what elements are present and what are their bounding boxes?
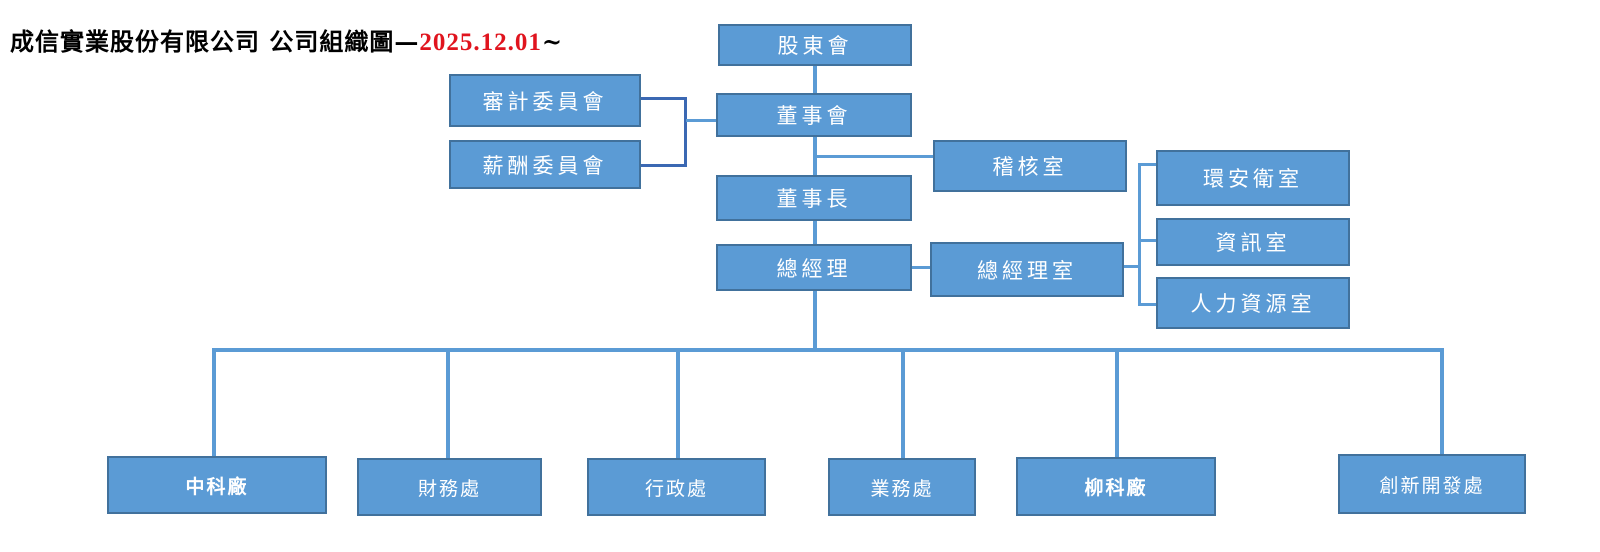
node-general-manager: 總經理: [716, 244, 912, 291]
connector-office-bracket: [1138, 303, 1156, 306]
connector-committee: [684, 97, 687, 167]
connector-office-bracket: [1124, 265, 1141, 268]
title-text: 成信實業股份有限公司 公司組織圖—: [10, 27, 420, 56]
node-gm-office: 總經理室: [930, 242, 1124, 297]
node-innovation: 創新開發處: [1338, 454, 1526, 514]
connector-drop: [446, 350, 450, 458]
connector-drop: [1440, 350, 1444, 454]
node-internal-audit: 稽核室: [933, 140, 1127, 192]
node-ctsp-plant: 中科廠: [107, 456, 327, 514]
connector-office-bracket: [1138, 239, 1156, 242]
connector-gm-office: [912, 266, 930, 269]
node-ehs-office: 環安衛室: [1156, 150, 1350, 206]
connector-audit: [815, 155, 933, 158]
connector-committee: [641, 97, 687, 100]
connector-bus: [212, 348, 1444, 352]
connector-drop: [1115, 350, 1119, 457]
node-finance: 財務處: [357, 458, 542, 516]
node-shareholders: 股東會: [718, 24, 912, 66]
connector-committee: [686, 119, 716, 122]
connector-office-bracket: [1138, 163, 1141, 306]
title-date: 2025.12.01: [419, 29, 542, 56]
connector-drop: [901, 350, 905, 458]
connector-committee: [641, 164, 687, 167]
connector-drop: [212, 350, 216, 456]
node-remuneration-committee: 薪酬委員會: [449, 140, 641, 189]
node-sales: 業務處: [828, 458, 976, 516]
node-board: 董事會: [716, 93, 912, 137]
node-hr-office: 人力資源室: [1156, 277, 1350, 329]
connector-office-bracket: [1138, 163, 1156, 166]
connector-drop: [676, 350, 680, 458]
node-chairman: 董事長: [716, 175, 912, 221]
chart-title: 成信實業股份有限公司 公司組織圖—2025.12.01~: [10, 22, 563, 57]
title-suffix: ~: [541, 27, 563, 56]
node-administration: 行政處: [587, 458, 766, 516]
node-it-office: 資訊室: [1156, 218, 1350, 266]
node-audit-committee: 審計委員會: [449, 74, 641, 127]
node-liuying-plant: 柳科廠: [1016, 457, 1216, 516]
